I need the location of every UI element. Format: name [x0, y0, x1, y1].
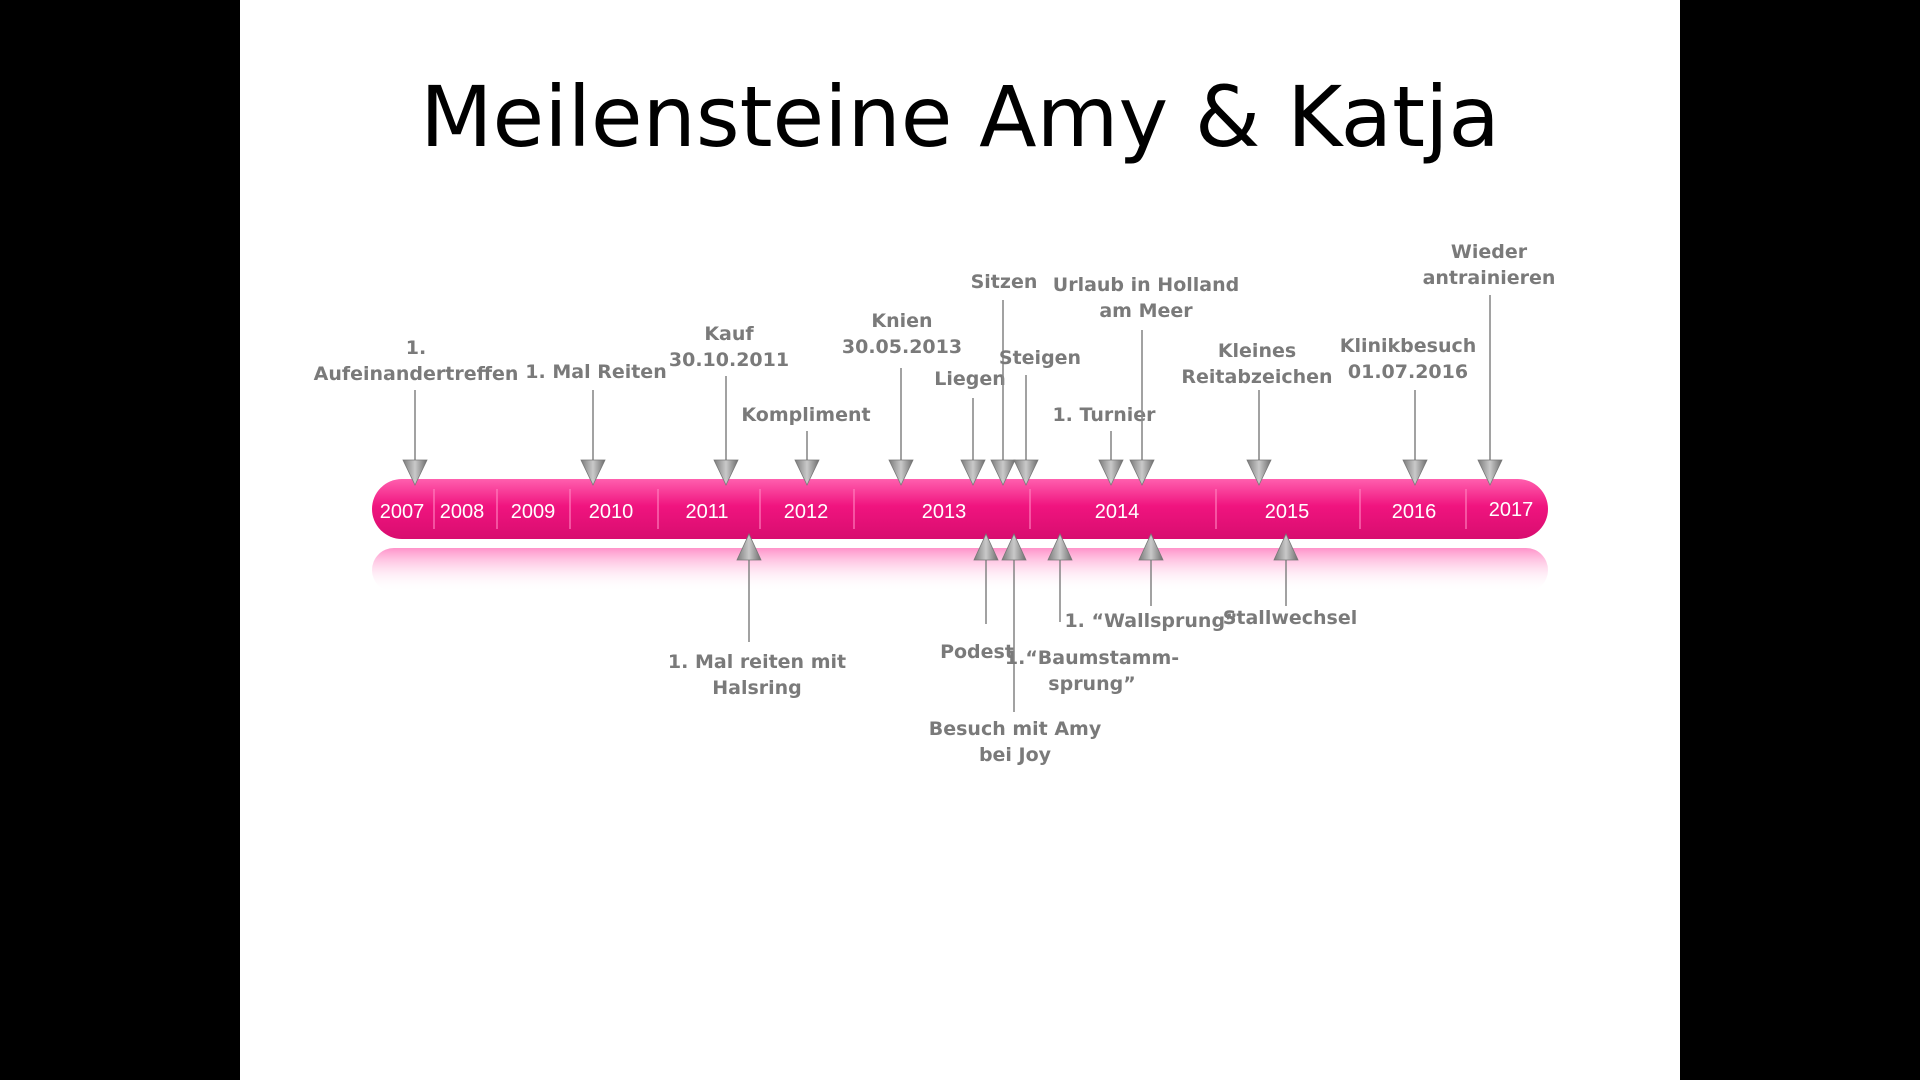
year-separators	[433, 489, 1467, 529]
milestone-label: 1. Turnier	[1052, 404, 1156, 426]
milestone-label: Steigen	[999, 347, 1081, 369]
milestone-label: Kauf	[704, 323, 754, 345]
milestone-label: Wieder	[1451, 241, 1528, 263]
year-label-2007: 2007	[380, 501, 425, 523]
year-label-2011: 2011	[685, 501, 728, 523]
milestone-label: 1. Mal Reiten	[525, 361, 666, 383]
milestone-steigen: Steigen	[999, 347, 1081, 486]
down-arrow-icon	[402, 459, 428, 486]
milestone-label: Reitabzeichen	[1181, 366, 1332, 388]
up-arrow-icon	[1138, 533, 1164, 561]
slide-title: Meilensteine Amy & Katja	[420, 68, 1500, 166]
down-arrow-icon	[1402, 459, 1428, 486]
milestone-label: antrainieren	[1423, 267, 1556, 289]
timeline-reflection	[372, 548, 1548, 592]
milestone-label: Sitzen	[971, 271, 1038, 293]
milestone-label: Stallwechsel	[1223, 607, 1358, 629]
year-label-2017: 2017	[1489, 499, 1534, 521]
slide: Meilensteine Amy & Katja 2007 2008 2009 201…	[240, 0, 1680, 1080]
milestone-label: Halsring	[712, 677, 802, 699]
year-label-2010: 2010	[589, 501, 634, 523]
down-arrow-icon	[990, 459, 1016, 486]
milestone-label: Urlaub in Holland	[1053, 274, 1239, 296]
milestone-label: 30.05.2013	[842, 336, 962, 358]
year-label-2013: 2013	[922, 501, 967, 523]
milestone-label: Liegen	[934, 368, 1006, 390]
down-arrow-icon	[960, 459, 986, 486]
milestone-wallsprung: 1. “Wallsprung”	[1064, 533, 1238, 632]
milestone-aufeinandertreffen: 1. Aufeinandertreffen	[314, 337, 519, 486]
down-arrow-icon	[1013, 459, 1039, 486]
milestone-stallwechsel: Stallwechsel	[1223, 533, 1358, 629]
milestone-label: 30.10.2011	[669, 349, 789, 371]
milestone-label: Kompliment	[741, 404, 870, 426]
milestone-label: sprung”	[1048, 673, 1135, 695]
milestone-label: Kleines	[1218, 340, 1296, 362]
milestone-label: 1. Mal reiten mit	[668, 651, 846, 673]
up-arrow-icon	[1001, 533, 1027, 561]
milestone-podest: Podest	[940, 533, 1014, 663]
milestone-label: 1.“Baumstamm-	[1005, 647, 1179, 669]
down-arrow-icon	[1477, 459, 1503, 486]
down-arrow-icon	[1246, 459, 1272, 486]
milestone-antrainieren: Wieder antrainieren	[1423, 241, 1556, 486]
milestone-kompliment: Kompliment	[741, 404, 871, 486]
milestone-knien: Knien 30.05.2013	[842, 310, 962, 486]
milestone-label: 1. “Wallsprung”	[1064, 610, 1237, 632]
milestone-baumstamm: 1.“Baumstamm-sprung”	[1005, 533, 1179, 695]
up-arrow-icon	[1047, 533, 1073, 561]
down-arrow-icon	[794, 459, 820, 486]
milestone-liegen: Liegen	[934, 368, 1006, 486]
year-label-2009: 2009	[511, 501, 556, 523]
milestone-label: Besuch mit Amy	[929, 718, 1102, 740]
down-arrow-icon	[580, 459, 606, 486]
milestone-besuch: Besuch mit Amy bei Joy	[929, 533, 1102, 766]
milestone-mal-reiten: 1. Mal Reiten	[525, 361, 667, 486]
year-label-2016: 2016	[1392, 501, 1437, 523]
milestone-label: 1.	[406, 337, 426, 359]
milestone-klinikbesuch: Klinikbesuch 01.07.2016	[1340, 335, 1477, 486]
year-label-2015: 2015	[1265, 501, 1310, 523]
timeline-bar	[372, 479, 1548, 539]
milestone-label: 01.07.2016	[1348, 361, 1468, 383]
milestone-kauf: Kauf 30.10.2011	[669, 323, 789, 486]
timeline-diagram: 2007 2008 2009 2010 2011 2012 2013 2014 2015 2016…	[314, 241, 1556, 766]
up-arrow-icon	[973, 533, 999, 561]
year-label-2012: 2012	[784, 501, 829, 523]
up-arrow-icon	[1273, 533, 1299, 561]
up-arrow-icon	[736, 533, 762, 561]
down-arrow-icon	[888, 459, 914, 486]
milestone-label: Podest	[940, 641, 1014, 663]
year-label-2014: 2014	[1095, 501, 1140, 523]
down-arrow-icon	[713, 459, 739, 486]
year-labels: 2007 2008 2009 2010 2011 2012 2013 2014 2015 2016…	[380, 499, 1534, 523]
milestone-label: Klinikbesuch	[1340, 335, 1477, 357]
milestone-label: Aufeinandertreffen	[314, 363, 519, 385]
year-label-2008: 2008	[440, 501, 485, 523]
down-arrow-icon	[1098, 459, 1124, 486]
milestones: 1. Aufeinandertreffen 1. Mal Reiten Kauf 30.…	[314, 241, 1556, 766]
milestone-label: bei Joy	[979, 744, 1052, 766]
milestone-sitzen: Sitzen	[971, 271, 1038, 486]
milestone-label: Knien	[871, 310, 932, 332]
milestone-urlaub: Urlaub in Holland am Meer	[1053, 274, 1239, 486]
down-arrow-icon	[1129, 459, 1155, 486]
milestone-label: am Meer	[1099, 300, 1193, 322]
milestone-turnier: 1. Turnier	[1052, 404, 1156, 486]
